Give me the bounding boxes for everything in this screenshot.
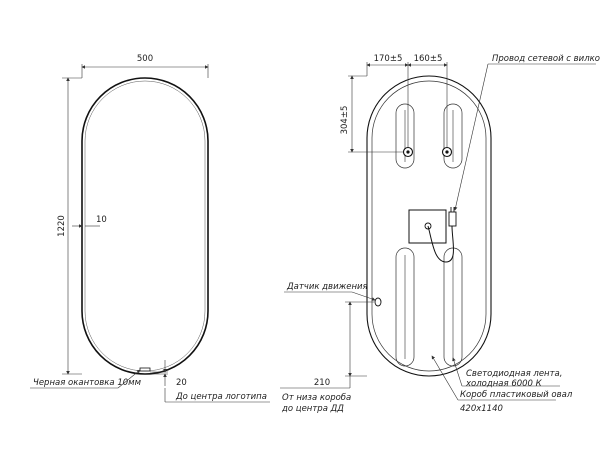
dim-right-label: 160±5 — [414, 54, 443, 64]
box-label: Короб пластиковый овал — [460, 390, 573, 400]
back-view: 170±5 160±5 304±5 Провод сетевой с вилко… — [280, 54, 600, 414]
led-label-line2: холодная 6000 К — [465, 379, 543, 389]
bottom-label-line1: От низа короба — [282, 393, 351, 403]
logo-mark — [139, 367, 151, 372]
height-dimension: 1220 — [57, 215, 67, 237]
width-dimension: 500 — [137, 54, 153, 64]
box-dimension: 420x1140 — [460, 404, 503, 414]
led-label-line1: Светодиодная лента, — [466, 369, 562, 379]
led-strip-bottom-left — [395, 247, 415, 367]
led-strip-top-right — [443, 103, 463, 169]
dim-left-label: 170±5 — [374, 54, 403, 64]
dim-top-label: 304±5 — [340, 106, 350, 135]
mount-point-left — [402, 146, 414, 158]
motion-sensor — [374, 297, 382, 307]
mount-point-right — [441, 146, 453, 158]
led-strip-top-left — [395, 103, 415, 169]
motion-sensor-label: Датчик движения — [286, 282, 368, 292]
logo-center-label: До центра логотипа — [175, 392, 267, 402]
frame-dimension: 10 — [96, 215, 107, 225]
mirror-frame — [81, 77, 209, 375]
back-body-inner — [371, 80, 487, 372]
mirror-glass — [84, 80, 206, 372]
logo-dimension: 20 — [176, 378, 187, 388]
front-view: 500 1220 10 20 Черная окантовка 10мм До … — [30, 54, 270, 403]
power-cable — [427, 225, 454, 263]
cable-label: Провод сетевой с вилкой — [492, 54, 600, 64]
bottom-label-line2: до центра ДД — [281, 404, 344, 414]
bottom-dim-label: 210 — [314, 378, 330, 388]
black-frame-label: Черная окантовка 10мм — [33, 378, 142, 388]
back-body-outer — [366, 75, 492, 377]
